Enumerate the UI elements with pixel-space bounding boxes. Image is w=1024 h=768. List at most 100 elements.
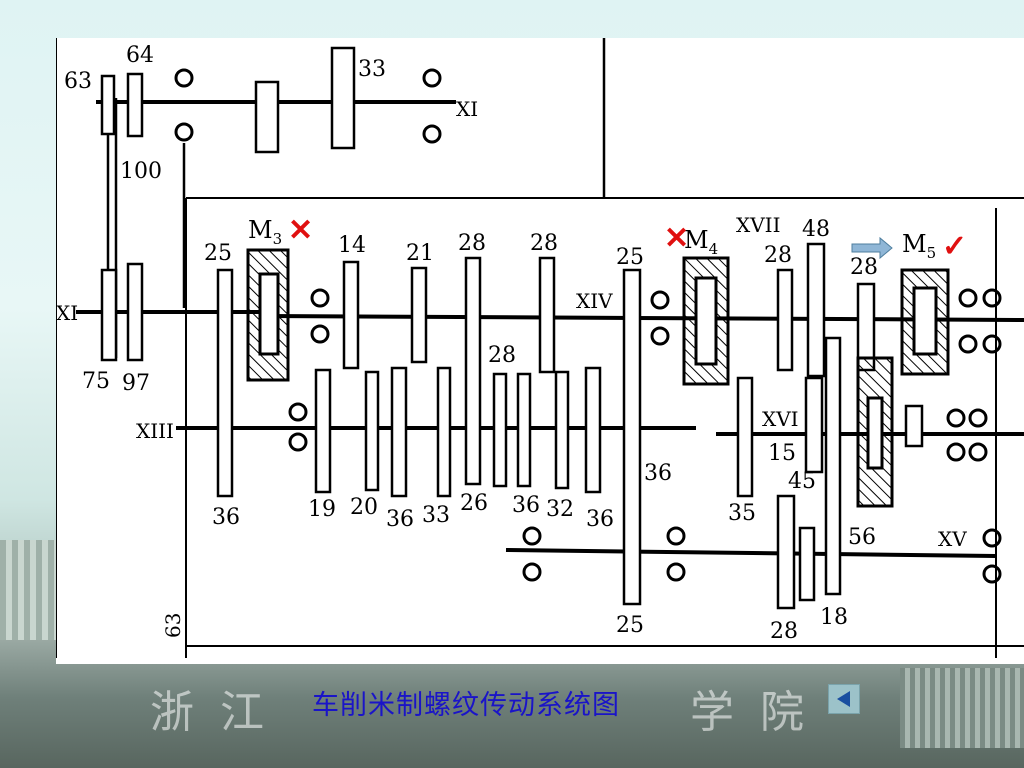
gear-label: 18: [820, 605, 848, 630]
bearing-symbol: [958, 288, 978, 308]
gear-part: [798, 526, 816, 602]
shaft-label: XI: [56, 301, 78, 325]
shaft-label: XIV: [576, 289, 613, 313]
m3-cross-mark: ✕: [288, 213, 313, 248]
gear-28-b: [538, 256, 556, 374]
gear-label: 36: [512, 493, 540, 518]
bearing-symbol: [310, 324, 330, 344]
clutch-label-m3: M3: [248, 216, 282, 248]
shaft-label: XVI: [762, 407, 799, 431]
gear-28-f: [776, 494, 796, 610]
gear-label: 36: [644, 461, 672, 486]
gear-label: 25: [616, 245, 644, 270]
gear-label: 14: [338, 233, 366, 258]
bearing-symbol: [310, 288, 330, 308]
watermark-right: 学 院: [690, 687, 810, 738]
gear-label: 48: [802, 217, 830, 242]
gear-label: 97: [122, 371, 150, 396]
bearing-symbol: [288, 402, 308, 422]
shaft-label: XI: [456, 97, 478, 121]
bearing-symbol: [666, 562, 686, 582]
bearing-symbol: [650, 290, 670, 310]
shaft-label: XIII: [136, 419, 174, 443]
gear-97: [126, 262, 144, 362]
watermark-left: 浙 江: [150, 687, 270, 738]
gear-26: [492, 372, 508, 488]
gear-label: 15: [768, 441, 796, 466]
gear-label: 33: [358, 57, 386, 82]
gear-15: [804, 376, 824, 474]
gear-label: 28: [850, 255, 878, 280]
gear-label: 36: [386, 507, 414, 532]
gear-label: 28: [488, 343, 516, 368]
gear-label: 32: [546, 497, 574, 522]
gear-48: [806, 242, 826, 378]
back-button[interactable]: [828, 684, 860, 714]
gear-label: 63: [64, 69, 92, 94]
gear-label: 35: [728, 501, 756, 526]
gear-19: [314, 368, 332, 494]
gear-label: 26: [460, 491, 488, 516]
gear-label: 25: [204, 241, 232, 266]
gear-part: [904, 404, 924, 448]
gear-label: 36: [212, 505, 240, 530]
bearing-symbol: [968, 408, 988, 428]
bearing-symbol: [522, 562, 542, 582]
gear-25-b: [622, 268, 642, 606]
shaft-xv: [505, 548, 997, 558]
gear-label: 28: [770, 619, 798, 644]
slide-title: 车削米制螺纹传动系统图: [312, 690, 620, 721]
gear-75: [100, 268, 118, 362]
bearing-symbol: [982, 564, 1002, 584]
diagram-svg: 63 64 33 100 75 97 25 36 14 21 28 28 28 …: [55, 38, 1024, 658]
clutch-label-m4: M4: [684, 226, 718, 258]
gear-33: [436, 366, 452, 498]
bearing-symbol: [958, 334, 978, 354]
gear-35: [736, 376, 754, 498]
gear-21: [410, 266, 428, 364]
shaft-label: XV: [938, 527, 967, 551]
bearing-symbol: [982, 288, 1002, 308]
gear-20: [364, 370, 380, 492]
gear-label: 36: [586, 507, 614, 532]
gear-label: 28: [530, 231, 558, 256]
gear-14: [342, 260, 360, 370]
gear-36: [390, 366, 408, 498]
gear-28-a: [464, 256, 482, 486]
m5-check-mark: ✓: [942, 229, 967, 264]
gear-label: 28: [764, 243, 792, 268]
gear-label: 21: [406, 241, 434, 266]
bearing-symbol: [174, 68, 194, 88]
gear-32: [554, 370, 570, 490]
arrow-right-icon: [851, 236, 893, 260]
shaft-label: XVII: [736, 213, 780, 237]
gear-63: [100, 74, 116, 136]
bearing-symbol: [982, 528, 1002, 548]
clutch-m4-inner: [694, 276, 718, 366]
bearing-symbol: [982, 334, 1002, 354]
bearing-symbol: [422, 68, 442, 88]
triangle-left-icon: [837, 691, 850, 707]
gear-label: 19: [308, 497, 336, 522]
gear-36-c: [584, 366, 602, 494]
gear-label: 100: [120, 159, 162, 184]
gear-28-d: [776, 268, 794, 372]
gear-label: 64: [126, 43, 154, 68]
bearing-symbol: [968, 442, 988, 462]
clutch-m5-inner: [912, 286, 938, 356]
clutch-lower-inner: [866, 396, 884, 470]
gear-25: [216, 268, 234, 498]
transmission-diagram: 63 64 33 100 75 97 25 36 14 21 28 28 28 …: [55, 38, 1024, 664]
bearing-symbol: [522, 526, 542, 546]
gear-block: [254, 80, 280, 154]
bearing-symbol: [946, 442, 966, 462]
m4-cross-mark: ✕: [664, 221, 689, 256]
gear-45: [824, 336, 842, 596]
gear-label: 25: [616, 613, 644, 638]
gear-64: [126, 72, 144, 138]
bearing-symbol: [174, 122, 194, 142]
gear-label: 45: [788, 469, 816, 494]
bearing-symbol: [422, 124, 442, 144]
gear-label: 28: [458, 231, 486, 256]
gear-label: 75: [82, 369, 110, 394]
